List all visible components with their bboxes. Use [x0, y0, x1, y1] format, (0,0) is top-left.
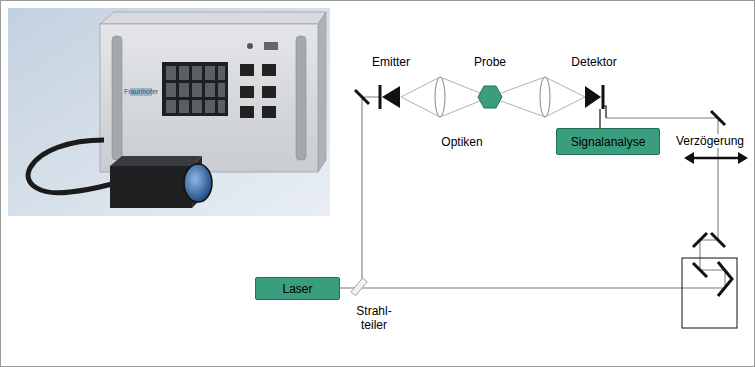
light-cone — [401, 77, 585, 117]
delay-stage — [682, 258, 737, 328]
beam-path — [340, 97, 725, 288]
lens — [435, 77, 445, 117]
emitter-diode — [380, 85, 400, 109]
sample-hexagon — [478, 86, 502, 108]
device-photo — [8, 8, 330, 216]
beam-splitter — [351, 278, 367, 296]
box-label: Signalanalyse — [571, 135, 646, 149]
part-label: Emitter — [372, 55, 410, 69]
part-label: Probe — [474, 55, 506, 69]
mirror — [355, 90, 725, 277]
delay-arrow — [684, 152, 748, 164]
process-box: Signalanalyse — [556, 128, 660, 155]
logo-text: Fraunhofer — [124, 88, 158, 96]
part-label: Detektor — [571, 55, 616, 69]
lens — [540, 77, 550, 117]
detector-diode — [585, 85, 606, 128]
part-label: Optiken — [441, 135, 482, 149]
box-label: Laser — [282, 282, 312, 296]
part-label: Verzögerung — [675, 134, 745, 148]
retroreflector — [718, 262, 732, 296]
part-label: Strahl- teiler — [356, 304, 391, 332]
process-box: Laser — [255, 277, 340, 300]
